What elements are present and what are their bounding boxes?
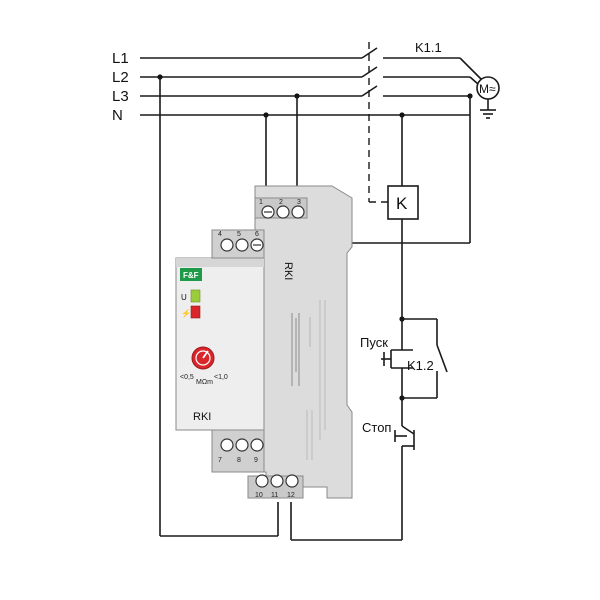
terminal-9: 9 xyxy=(254,457,258,464)
knob-max-label: <1,0 xyxy=(214,374,228,381)
aux-contact-k1-2: K1.2 xyxy=(407,344,448,373)
terminal-4: 4 xyxy=(218,231,222,238)
terminal-block-lower: 7 8 9 xyxy=(218,438,264,464)
led-green xyxy=(190,289,201,303)
line-l3-label: L3 xyxy=(112,88,129,105)
start-button-label: Пуск xyxy=(360,335,388,350)
terminal-block-upper: 4 5 6 xyxy=(218,231,264,252)
coil-label: K xyxy=(396,194,408,213)
svg-text:F&F: F&F xyxy=(183,271,199,280)
front-model-label: RKI xyxy=(193,411,211,423)
main-contact-label: K1.1 xyxy=(415,40,442,55)
terminal-7: 7 xyxy=(218,457,222,464)
terminal-12: 12 xyxy=(287,492,295,499)
control-wiring xyxy=(159,77,471,541)
terminal-3: 3 xyxy=(297,199,301,206)
terminal-2: 2 xyxy=(279,199,283,206)
led-red xyxy=(190,305,201,319)
terminal-block-bottom: 10 11 12 xyxy=(255,474,299,499)
stop-button-label: Стоп xyxy=(362,420,391,435)
terminal-8: 8 xyxy=(237,457,241,464)
terminal-5: 5 xyxy=(237,231,241,238)
terminal-6: 6 xyxy=(255,231,259,238)
relay-side-housing xyxy=(254,185,353,499)
terminal-1: 1 xyxy=(259,199,263,206)
stop-button: Стоп xyxy=(362,420,415,450)
supply-lines: L1 L2 L3 N xyxy=(112,50,470,124)
start-button: Пуск xyxy=(360,335,413,369)
knob-min-label: <0,5 xyxy=(180,374,194,381)
rki-relay: F&F U ⚡ <0,5 MΩm <1,0 RKI RKI 1 2 xyxy=(175,185,353,499)
side-model-label: RKI xyxy=(282,262,294,280)
line-l2-label: L2 xyxy=(112,69,129,86)
led-fault-label: ⚡ xyxy=(181,308,191,318)
terminal-10: 10 xyxy=(255,492,263,499)
motor: M≈ xyxy=(476,76,500,119)
knob-unit-label: MΩm xyxy=(196,379,213,386)
motor-label: M≈ xyxy=(479,82,496,96)
line-l1-label: L1 xyxy=(112,50,129,67)
main-contactor-k1-1: K1.1 xyxy=(361,40,483,203)
relay-front-panel xyxy=(175,257,265,431)
line-n-label: N xyxy=(112,107,123,124)
terminal-block-top: 1 2 3 xyxy=(259,199,305,219)
terminal-11: 11 xyxy=(271,492,278,499)
contactor-coil: K xyxy=(387,185,419,220)
led-u-label: U xyxy=(181,293,187,302)
brand-logo xyxy=(180,268,202,281)
aux-contact-label: K1.2 xyxy=(407,358,434,373)
